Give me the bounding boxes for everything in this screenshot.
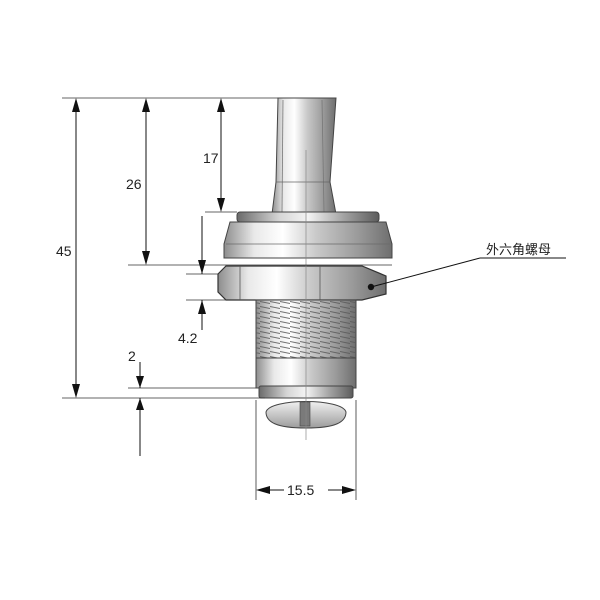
cam-shaft (271, 97, 337, 215)
dim-label-26: 26 (126, 176, 142, 192)
callout-label: 外六角螺母 (486, 243, 551, 258)
dim-label-2: 2 (128, 348, 136, 364)
dim-label-4-2: 4.2 (178, 330, 198, 346)
dimension-upper-height: 26 (126, 98, 150, 265)
flange-cap (223, 221, 393, 259)
dimension-overall-height: 45 (56, 98, 80, 398)
lock-body (217, 97, 393, 429)
dimension-nut-thickness: 4.2 (178, 216, 206, 346)
dim-label-45: 45 (56, 243, 72, 259)
dimension-body-width: 15.5 (256, 480, 356, 498)
hex-nut-callout: 外六角螺母 (370, 243, 566, 288)
extension-lines (62, 97, 392, 500)
dimension-cam-thickness: 2 (128, 348, 144, 456)
top-washer (236, 211, 380, 223)
dim-label-17: 17 (203, 150, 219, 166)
dim-label-15-5: 15.5 (287, 482, 314, 498)
dimension-shaft-height: 17 (203, 98, 225, 212)
hex-nut (217, 265, 387, 301)
